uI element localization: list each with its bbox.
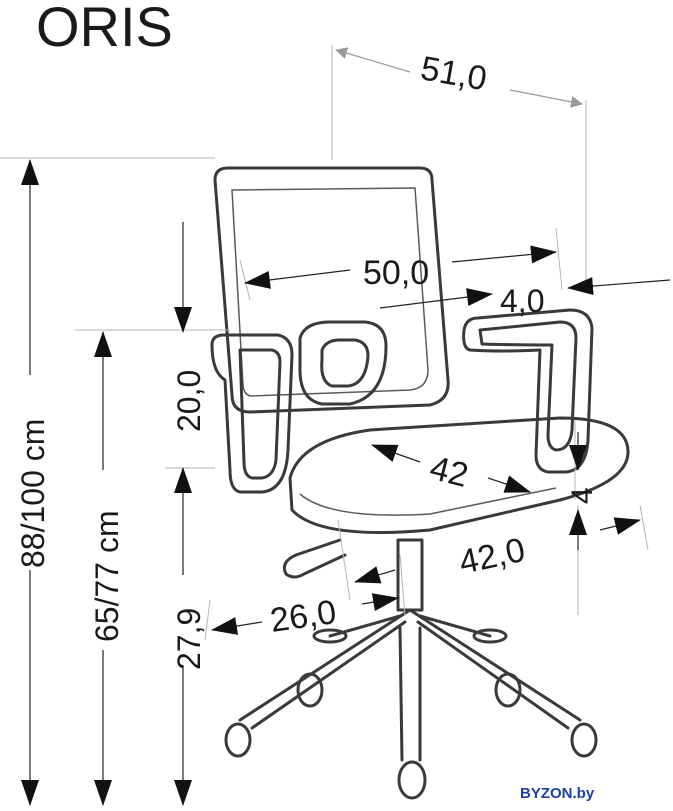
- label-armrest-height: 65/77 cm: [89, 510, 125, 642]
- label-height-total: 88/100 cm: [15, 419, 51, 568]
- label-seat-height: 27,9: [171, 608, 207, 670]
- chair-drawing: [210, 166, 630, 800]
- label-backrest-width: 50,0: [363, 254, 429, 292]
- extension-lines: [0, 45, 649, 641]
- label-seat-thickness: 4: [566, 487, 599, 504]
- product-title: ORIS: [36, 0, 173, 58]
- brand-watermark: BYZON.by: [520, 785, 595, 802]
- label-backrest-depth: 4,0: [500, 283, 544, 319]
- label-seat-depth: 42: [426, 449, 472, 495]
- dimension-arrows: [21, 47, 671, 806]
- label-seat-width: 42,0: [456, 531, 529, 582]
- label-width-total: 51,0: [418, 49, 490, 98]
- label-backrest-height: 20,0: [171, 370, 207, 432]
- label-base-radius: 26,0: [268, 593, 339, 640]
